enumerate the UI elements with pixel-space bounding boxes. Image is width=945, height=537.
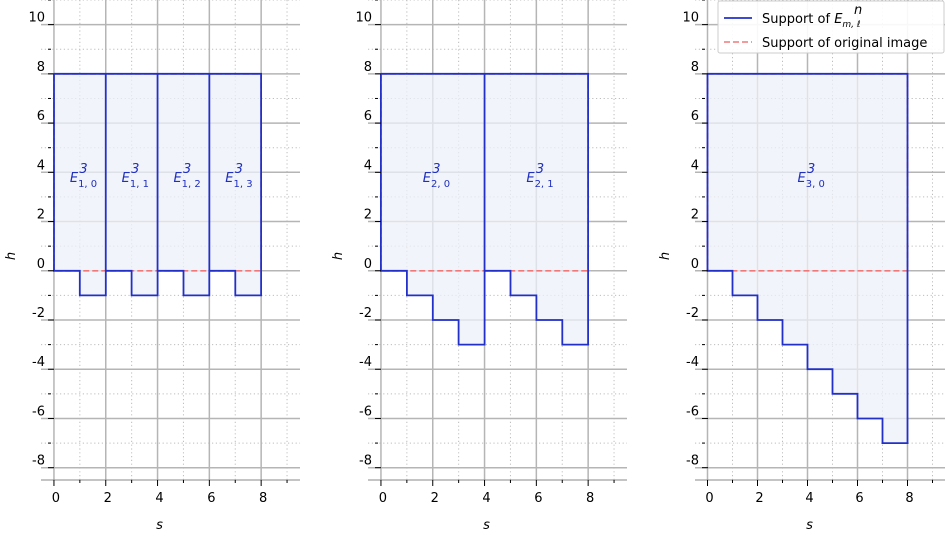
x-axis-label: s (483, 518, 490, 533)
y-tick-label: 4 (691, 158, 699, 173)
y-tick-label: 8 (37, 60, 45, 75)
y-axis-label: h (331, 252, 346, 260)
x-tick-label: 6 (855, 491, 863, 506)
x-tick-label: 2 (431, 491, 439, 506)
support-outline (706, 72, 909, 445)
support-outline (53, 72, 263, 297)
region-label-sup: 3 (235, 162, 243, 177)
x-tick-label: 6 (534, 491, 542, 506)
y-tick-label: -8 (32, 454, 45, 469)
y-tick-label: -2 (686, 306, 699, 321)
y-axis-label: h (4, 252, 19, 260)
region-label: E3, 0 (798, 171, 825, 190)
x-tick-label: 8 (259, 491, 267, 506)
y-tick-label: 6 (37, 109, 45, 124)
region-label-sup: 3 (536, 162, 544, 177)
y-tick-label: -6 (359, 404, 372, 419)
region-label-sup: 3 (131, 162, 139, 177)
region-label: E2, 1 (526, 171, 553, 190)
x-tick-label: 2 (104, 491, 112, 506)
x-axis-label: s (806, 518, 813, 533)
support-outline (379, 72, 589, 346)
region-label-sup: 3 (79, 162, 87, 177)
x-tick-label: 0 (705, 491, 713, 506)
x-tick-label: 4 (482, 491, 490, 506)
x-tick-label: 4 (155, 491, 163, 506)
y-tick-label: -2 (32, 306, 45, 321)
chart-panel-3: 0 2 4 6 8 -8 -6 -4 -2 0 2 4 6 8 10 s h E3, 03 (658, 0, 945, 533)
region-label-sup: 3 (807, 162, 815, 177)
support-fill (707, 73, 908, 444)
y-tick-label: 0 (37, 257, 45, 272)
y-tick-label: -6 (32, 404, 45, 419)
y-tick-label: 0 (364, 257, 372, 272)
y-tick-label: 0 (691, 257, 699, 272)
region-label: E1, 1 (122, 171, 149, 190)
x-tick-label: 8 (905, 491, 913, 506)
x-tick-label: 4 (805, 491, 813, 506)
y-tick-label: 8 (691, 60, 699, 75)
region-label: E1, 0 (70, 171, 97, 190)
y-axis-label: h (658, 252, 673, 260)
x-tick-label: 6 (207, 491, 215, 506)
y-tick-label: 4 (37, 158, 45, 173)
legend-entry-support: Support of Em, ℓ (762, 12, 861, 30)
y-tick-label: 10 (355, 11, 372, 26)
y-tick-label: -4 (359, 355, 372, 370)
x-tick-label: 2 (755, 491, 763, 506)
y-tick-label: 2 (37, 208, 45, 223)
y-tick-label: 8 (364, 60, 372, 75)
y-tick-label: 6 (691, 109, 699, 124)
region-label-sup: 3 (183, 162, 191, 177)
x-axis-label: s (156, 518, 163, 533)
y-tick-label: 6 (364, 109, 372, 124)
x-tick-label: 8 (586, 491, 594, 506)
legend-entry-original: Support of original image (762, 36, 927, 51)
y-tick-label: -4 (686, 355, 699, 370)
x-tick-label: 0 (52, 491, 60, 506)
y-tick-label: -4 (32, 355, 45, 370)
x-tick-label: 0 (379, 491, 387, 506)
region-label: E2, 0 (423, 171, 450, 190)
y-tick-label: -2 (359, 306, 372, 321)
y-tick-label: 2 (364, 208, 372, 223)
y-tick-label: 4 (364, 158, 372, 173)
y-tick-label: 2 (691, 208, 699, 223)
y-tick-label: -6 (686, 404, 699, 419)
y-tick-label: -8 (686, 454, 699, 469)
region-label: E1, 2 (173, 171, 200, 190)
legend-box (717, 0, 945, 54)
y-tick-label: -8 (359, 454, 372, 469)
region-label-sup: 3 (432, 162, 440, 177)
legend-entry-support-sup: n (854, 3, 862, 18)
y-tick-label: 10 (28, 11, 45, 26)
region-label: E1, 3 (225, 171, 252, 190)
y-tick-label: 10 (682, 11, 699, 26)
